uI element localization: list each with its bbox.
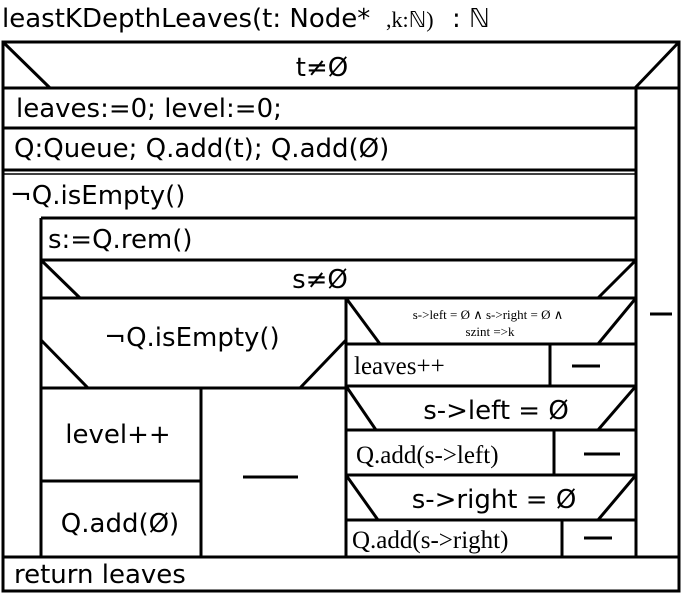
pop-statement: s:=Q.rem() [48, 225, 193, 255]
right-condition: s->right = Ø [412, 485, 577, 515]
outer-if-block: t≠Ø [1, 40, 681, 90]
function-signature-name: leastKDepthLeaves(t: Node* [2, 4, 370, 34]
inner-empty-condition: ¬Q.isEmpty() [104, 323, 279, 353]
leaf-if-block: s->left = Ø ∧ s->right = Ø ∧ szint =>k l… [344, 297, 638, 388]
add-left-statement: Q.add(s->left) [356, 442, 499, 469]
init-statement-2: Q:Queue; Q.add(t); Q.add(Ø) [14, 134, 389, 164]
function-return-type: : ℕ [452, 4, 490, 34]
leaf-condition-line-2: szint =>k [466, 324, 515, 339]
init-statement-1: leaves:=0; level:=0; [16, 94, 282, 124]
s-condition-block: s≠Ø [39, 258, 638, 300]
outer-frame [1, 40, 681, 593]
add-right-statement: Q.add(s->right) [352, 527, 508, 554]
loop-condition: ¬Q.isEmpty() [10, 181, 185, 211]
left-if-block: s->left = Ø Q.add(s->left) [344, 385, 638, 477]
function-signature-params: ,k:ℕ) [386, 7, 434, 32]
leaf-condition-line-1: s->left = Ø ∧ s->right = Ø ∧ [413, 307, 564, 322]
pop-row: s:=Q.rem() [41, 225, 636, 262]
right-if-block: s->right = Ø Q.add(s->right) [344, 474, 638, 557]
leaves-increment: leaves++ [354, 353, 445, 380]
return-statement: return leaves [14, 560, 186, 590]
s-condition: s≠Ø [292, 265, 348, 295]
return-row: return leaves [3, 555, 679, 590]
level-increment: level++ [65, 420, 170, 450]
init-row-1: leaves:=0; level:=0; [3, 94, 636, 130]
outer-condition: t≠Ø [296, 53, 348, 83]
add-null-statement: Q.add(Ø) [61, 509, 179, 539]
init-row-2: Q:Queue; Q.add(t); Q.add(Ø) [3, 134, 636, 172]
inner-empty-if-block: ¬Q.isEmpty() level++ Q.add(Ø) [39, 323, 348, 557]
left-condition: s->left = Ø [423, 396, 569, 426]
